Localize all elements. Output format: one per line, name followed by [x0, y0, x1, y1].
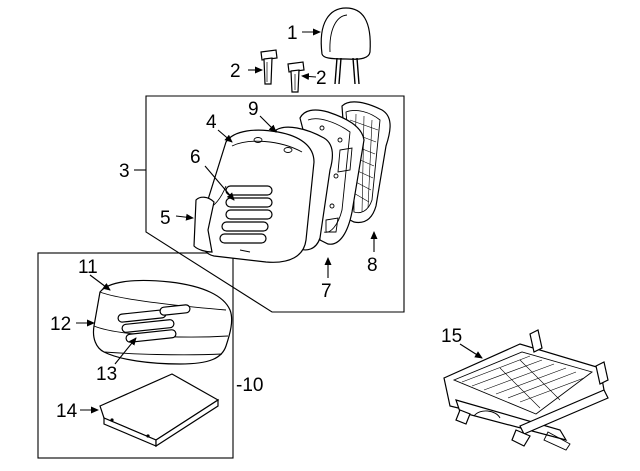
callout-10: -10 — [236, 375, 263, 396]
callout-1: 1 — [287, 23, 298, 44]
seat-back-side-bolster — [193, 196, 215, 253]
callout-13: 13 — [96, 364, 117, 385]
callout-2-right: 2 — [316, 68, 327, 89]
callout-8: 8 — [367, 255, 378, 276]
seat-cushion-heater-element — [117, 304, 191, 343]
headrest-guide-left — [260, 49, 278, 85]
headrest — [320, 7, 371, 85]
callout-9: 9 — [248, 99, 259, 120]
callout-6: 6 — [190, 147, 201, 168]
callout-12: 12 — [50, 314, 71, 335]
leader-lines — [76, 28, 483, 414]
seat-back-group-box — [145, 95, 405, 313]
callout-3: 3 — [119, 161, 130, 182]
seat-cushion-pan — [99, 373, 220, 448]
seat-cushion-group-box — [37, 252, 234, 459]
callout-7: 7 — [321, 281, 332, 302]
headrest-guide-right — [287, 61, 305, 93]
callout-11: 11 — [78, 257, 98, 278]
callout-5: 5 — [160, 208, 171, 229]
callout-14: 14 — [56, 401, 78, 422]
callout-2-left: 2 — [230, 61, 241, 82]
seat-back-heater-element — [219, 185, 273, 253]
callout-15: 15 — [441, 326, 462, 347]
seat-track-adjuster — [443, 329, 609, 451]
callout-4: 4 — [206, 112, 217, 133]
